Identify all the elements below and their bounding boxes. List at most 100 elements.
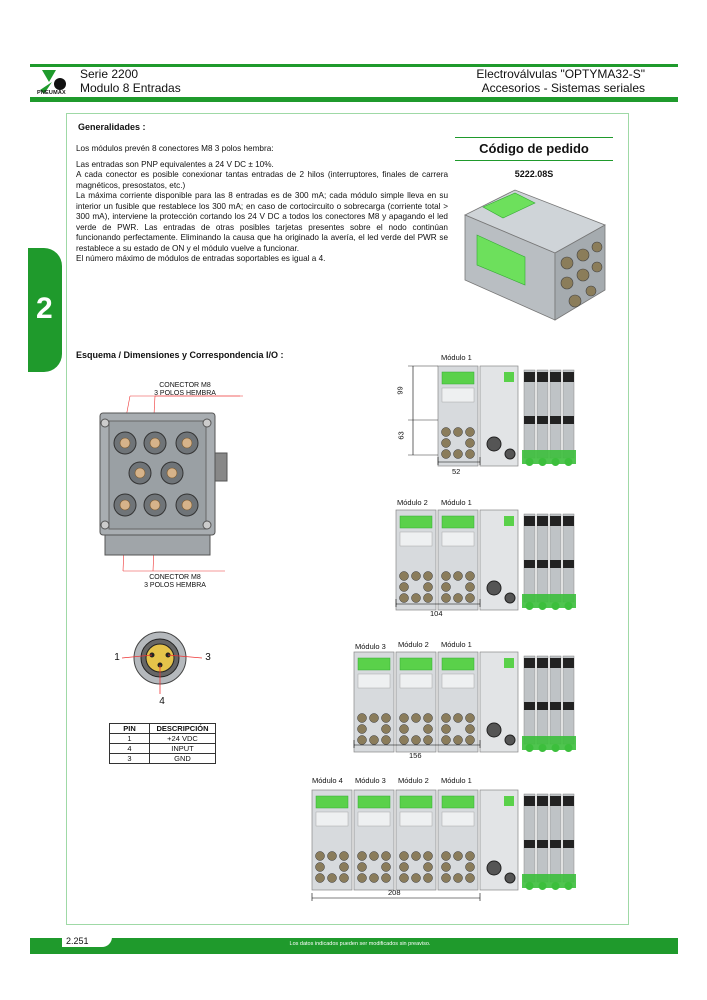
connector-m8-icon — [423, 571, 433, 581]
valve-solenoid — [550, 560, 561, 568]
valve-body — [523, 655, 536, 745]
valve-body — [523, 369, 536, 459]
connector-m8-icon — [369, 735, 379, 745]
node-connector-icon — [504, 734, 516, 746]
dimension-156: 156 — [409, 751, 422, 760]
connector-m8-icon — [327, 851, 337, 861]
valve-solenoid — [537, 796, 548, 806]
connector-m8-icon — [465, 427, 475, 437]
dimension-63: 63 — [396, 431, 406, 440]
order-code: 5222.08S — [514, 169, 554, 179]
node-led — [504, 372, 514, 382]
valve-solenoid — [550, 658, 561, 668]
valve-solenoid — [563, 702, 574, 710]
module-led-strip — [399, 515, 433, 529]
product-image — [464, 189, 606, 321]
connector-m8-icon — [381, 724, 391, 734]
connector-m8-icon — [411, 873, 421, 883]
header-top-rule — [30, 64, 678, 67]
table-row: 3 GND — [109, 753, 216, 764]
module-led-strip — [357, 795, 391, 809]
module-led-strip — [399, 795, 433, 809]
connector-m8-icon — [423, 724, 433, 734]
connector-m8-icon — [441, 851, 451, 861]
pin-label-4: 4 — [159, 696, 165, 707]
connector-m8-icon — [423, 735, 433, 745]
connector-m8-icon — [399, 724, 409, 734]
paragraph-4: La máxima corriente disponible para las … — [76, 191, 448, 253]
connector-m8-icon — [465, 851, 475, 861]
connector-m8-icon — [339, 873, 349, 883]
connector-m8-icon — [369, 713, 379, 723]
node-led — [504, 796, 514, 806]
valve-solenoid — [537, 840, 548, 848]
dimension-52: 52 — [452, 467, 461, 476]
connector-m8-icon — [399, 713, 409, 723]
label-modulo-4-row4: Módulo 4 — [312, 776, 343, 785]
valve-solenoid — [550, 416, 561, 424]
valve-base — [522, 450, 576, 464]
module-label-plate — [399, 673, 433, 689]
dimension-99: 99 — [395, 386, 405, 395]
valve-solenoid — [524, 840, 535, 848]
module-label-plate — [399, 531, 433, 547]
connector-m8-icon — [423, 582, 433, 592]
valve-solenoid — [524, 416, 535, 424]
node-connector-icon — [504, 592, 516, 604]
valve-body — [549, 793, 562, 883]
dimension-208: 208 — [388, 888, 401, 897]
connector-m8-icon — [381, 873, 391, 883]
connector-m8-icon — [411, 571, 421, 581]
connector-m8-icon — [453, 427, 463, 437]
valve-solenoid — [550, 840, 561, 848]
connector-m8-icon — [441, 724, 451, 734]
module-led-strip — [357, 657, 391, 671]
module-led-strip — [441, 515, 475, 529]
connector-m8-icon — [453, 873, 463, 883]
valve-solenoid — [563, 560, 574, 568]
connector-m8-icon — [315, 851, 325, 861]
series-title: Serie 2200 — [80, 67, 139, 81]
valve-base — [522, 594, 576, 608]
valve-body — [523, 513, 536, 603]
connector-m8-icon — [399, 571, 409, 581]
paragraph-2: Las entradas son PNP equivalentes a 24 V… — [76, 160, 274, 169]
connector-m8-icon — [441, 593, 451, 603]
node-connector-icon — [486, 436, 502, 452]
valve-solenoid — [537, 416, 548, 424]
valve-solenoid — [537, 658, 548, 668]
connector-m8-icon — [465, 735, 475, 745]
esquema-title: Esquema / Dimensiones y Correspondencia … — [76, 350, 284, 360]
connector-m8-icon — [441, 582, 451, 592]
module-label-plate — [441, 673, 475, 689]
module-label-plate — [441, 387, 475, 403]
connector-m8-icon — [315, 862, 325, 872]
module-front-view — [99, 395, 243, 572]
label-modulo-2-row3: Módulo 2 — [398, 640, 429, 649]
header-left: Serie 2200 Modulo 8 Entradas — [80, 67, 181, 95]
footer-note: Los datos indicados pueden ser modificad… — [289, 941, 431, 947]
node-led — [504, 516, 514, 526]
connector-m8-icon — [399, 582, 409, 592]
node-connector-icon — [504, 872, 516, 884]
connector-m8-icon — [465, 438, 475, 448]
valve-body — [549, 655, 562, 745]
valve-base — [522, 874, 576, 888]
valve-solenoid — [550, 372, 561, 382]
connector-m8-icon — [357, 873, 367, 883]
node-connector-icon — [486, 580, 502, 596]
connector-m8-icon — [423, 862, 433, 872]
valve-solenoid — [563, 658, 574, 668]
codigo-pedido-title: Código de pedido — [455, 137, 613, 161]
pin-table: PIN DESCRIPCIÓN 1 +24 VDC 4 INPUT 3 GND — [109, 723, 216, 764]
connector-m8-icon — [369, 851, 379, 861]
product-line: Electroválvulas "OPTYMA32-S" — [476, 67, 645, 81]
valve-body — [562, 793, 575, 883]
node-connector-icon — [486, 860, 502, 876]
connector-m8-icon — [339, 862, 349, 872]
connector-m8-icon — [357, 735, 367, 745]
valve-body — [536, 369, 549, 459]
connector-m8-icon — [399, 593, 409, 603]
valve-body — [523, 793, 536, 883]
module-label-plate — [315, 811, 349, 827]
